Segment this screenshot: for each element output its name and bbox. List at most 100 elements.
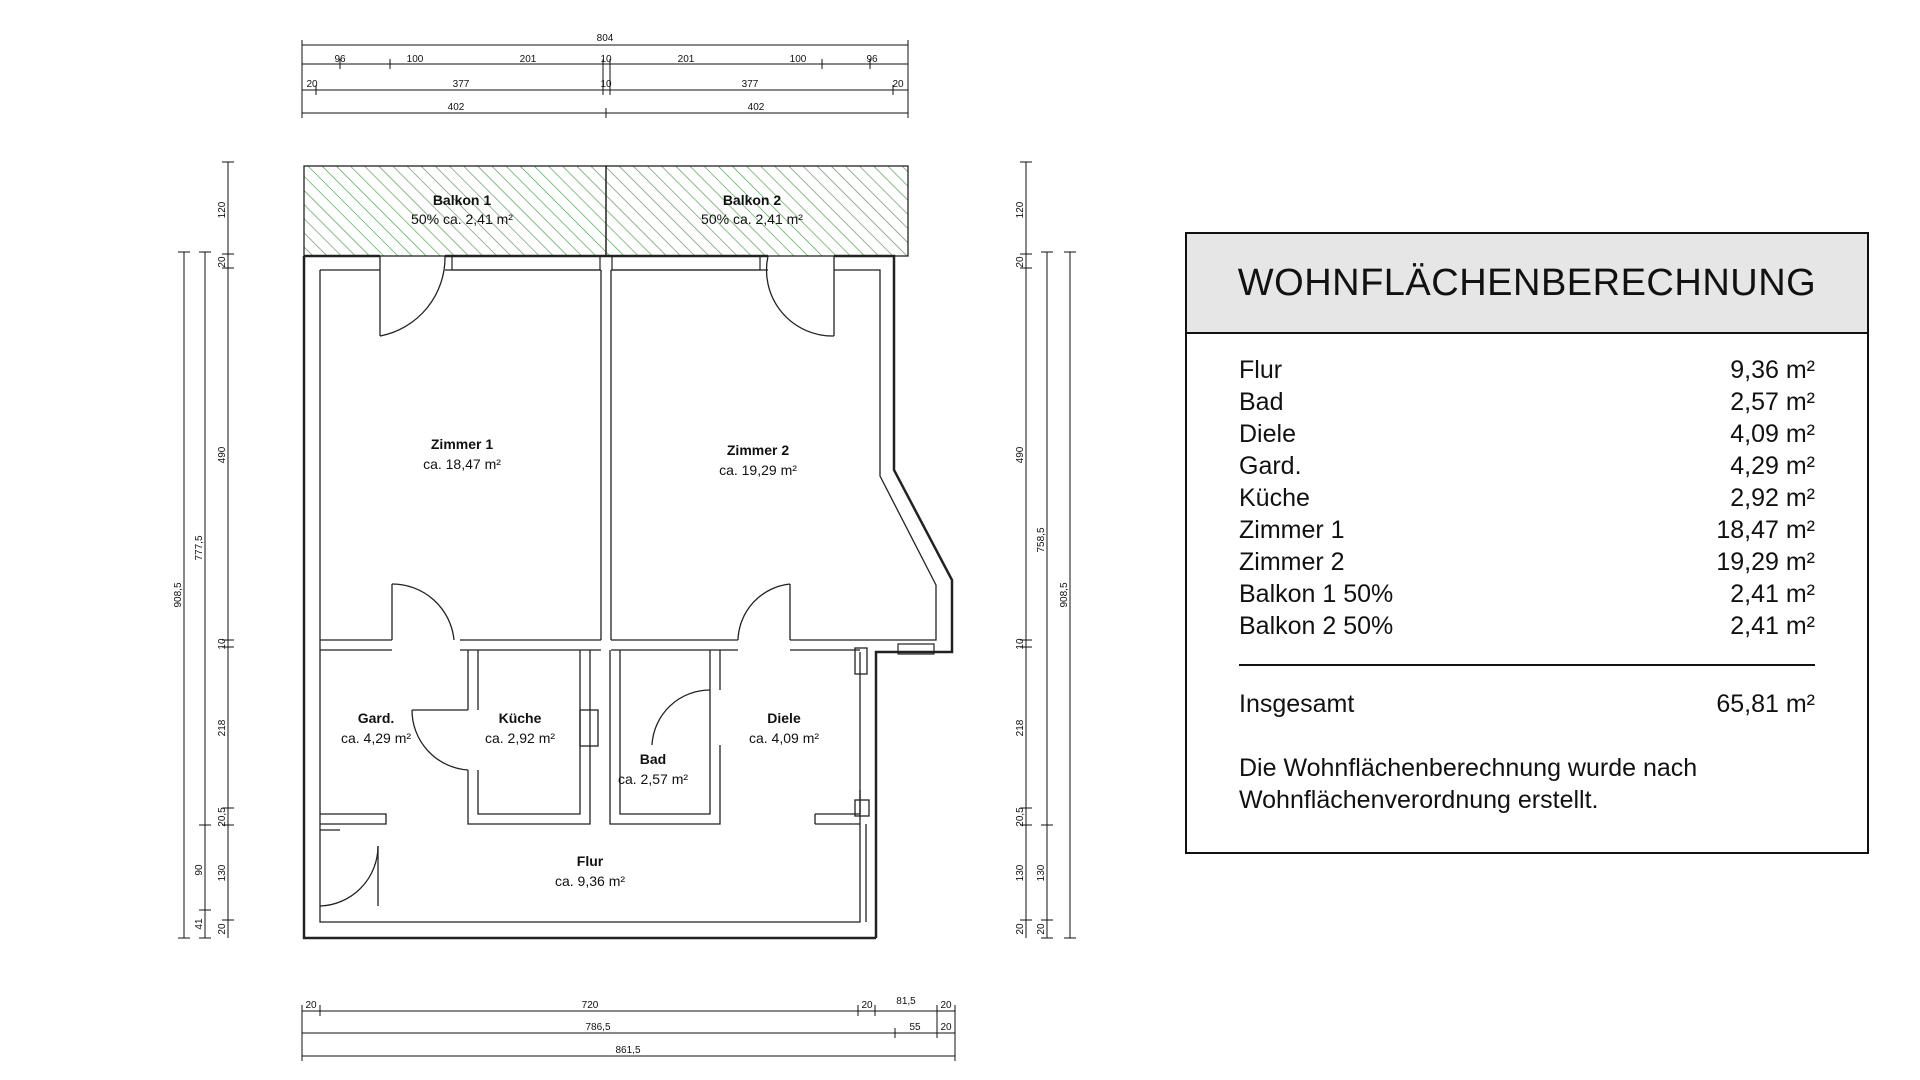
dim-right-col: 130 <box>1015 864 1026 881</box>
dim-right-small: 130 <box>1036 864 1047 881</box>
room-balkon2-area: 50% ca. 2,41 m² <box>701 211 803 227</box>
dim-top-seg: 201 <box>678 54 695 65</box>
row-label: Balkon 1 50% <box>1239 580 1394 608</box>
row-value: 2,57 m² <box>1730 388 1815 416</box>
room-diele-area: ca. 4,09 m² <box>749 730 819 746</box>
table-row: Diele 4,09 m² <box>1239 418 1815 450</box>
row-value: 2,92 m² <box>1730 484 1815 512</box>
total-label: Insgesamt <box>1239 690 1355 718</box>
dim-right-col: 20 <box>1015 256 1026 268</box>
doors <box>319 255 835 907</box>
table-row: Bad 2,57 m² <box>1239 386 1815 418</box>
dim-top-seg: 201 <box>520 54 537 65</box>
row-label: Zimmer 2 <box>1239 548 1345 576</box>
room-balkon1-area: 50% ca. 2,41 m² <box>411 211 513 227</box>
room-zimmer2-area: ca. 19,29 m² <box>719 462 797 478</box>
dim-right-small: 20 <box>1036 923 1047 935</box>
dim-bottom-row2: 20 <box>940 1022 952 1033</box>
dim-right-col: 20,5 <box>1015 807 1026 827</box>
dim-bottom-row1: 720 <box>582 1000 599 1011</box>
room-bad-area: ca. 2,57 m² <box>618 771 688 787</box>
dim-left-col: 20 <box>217 923 228 935</box>
dim-right-col: 218 <box>1015 719 1026 736</box>
dim-bottom-row2: 786,5 <box>585 1022 610 1033</box>
balconies <box>303 165 909 257</box>
row-label: Küche <box>1239 484 1310 512</box>
dim-bottom-row1: 20 <box>305 1000 317 1011</box>
row-label: Balkon 2 50% <box>1239 612 1394 640</box>
table-row: Küche 2,92 m² <box>1239 482 1815 514</box>
note: Die Wohnflächenberechnung wurde nach Woh… <box>1239 752 1815 816</box>
dim-top-seg: 10 <box>600 54 612 65</box>
dim-top-seg: 100 <box>407 54 424 65</box>
table-row: Zimmer 1 18,47 m² <box>1239 514 1815 546</box>
row-value: 4,29 m² <box>1730 452 1815 480</box>
dim-bottom-row2: 55 <box>909 1022 921 1033</box>
dim-left-col: 490 <box>217 446 228 463</box>
row-value: 2,41 m² <box>1730 612 1815 640</box>
table-row: Flur 9,36 m² <box>1239 354 1815 386</box>
room-zimmer2-name: Zimmer 2 <box>727 442 789 458</box>
dim-left-outer: 908,5 <box>173 582 184 607</box>
dim-right-col: 120 <box>1015 201 1026 218</box>
row-label: Diele <box>1239 420 1296 448</box>
total-value: 65,81 m² <box>1716 690 1815 718</box>
table-row: Gard. 4,29 m² <box>1239 450 1815 482</box>
dim-right-col: 20 <box>1015 923 1026 935</box>
left-dimensions: 120 20 490 10 218 20,5 130 20 777,5 90 4… <box>173 161 234 939</box>
table-row: Balkon 2 50% 2,41 m² <box>1239 610 1815 642</box>
top-dimensions: 804 96 100 201 10 201 100 96 20 377 10 3… <box>301 33 909 118</box>
dim-left-col: 20,5 <box>217 807 228 827</box>
dim-top-row2: 377 <box>742 79 759 90</box>
room-flur-name: Flur <box>577 853 604 869</box>
total-divider <box>1239 664 1815 666</box>
dim-bottom-row3: 861,5 <box>615 1045 640 1056</box>
room-zimmer1-area: ca. 18,47 m² <box>423 456 501 472</box>
row-label: Zimmer 1 <box>1239 516 1345 544</box>
dim-top-row2: 377 <box>453 79 470 90</box>
row-value: 4,09 m² <box>1730 420 1815 448</box>
right-dimensions: 120 20 490 10 218 20,5 130 20 758,5 130 … <box>1015 161 1076 939</box>
area-calculation-panel: WOHNFLÄCHENBERECHNUNG Flur 9,36 m² Bad 2,5… <box>1185 232 1869 854</box>
room-kueche-area: ca. 2,92 m² <box>485 730 555 746</box>
dim-top-row3: 402 <box>448 102 465 113</box>
dim-left-col: 120 <box>217 201 228 218</box>
dim-bottom-row1: 81,5 <box>896 996 916 1007</box>
dim-left-small: 90 <box>194 864 205 876</box>
room-diele-name: Diele <box>767 710 801 726</box>
room-bad-name: Bad <box>640 751 666 767</box>
panel-body: Flur 9,36 m² Bad 2,57 m² Diele 4,09 m² Gard… <box>1187 334 1867 816</box>
row-label: Flur <box>1239 356 1283 384</box>
dim-right-col: 490 <box>1015 446 1026 463</box>
dim-left-mid: 777,5 <box>194 535 205 560</box>
row-value: 18,47 m² <box>1716 516 1815 544</box>
room-balkon2-name: Balkon 2 <box>723 192 782 208</box>
dim-top-row3: 402 <box>748 102 765 113</box>
dim-left-small: 41 <box>194 918 205 930</box>
dim-right-outer: 908,5 <box>1059 582 1070 607</box>
dim-bottom-row1: 20 <box>940 1000 952 1011</box>
dim-top-row2: 20 <box>892 79 904 90</box>
dim-top-row2: 20 <box>306 79 318 90</box>
room-balkon1-name: Balkon 1 <box>433 192 492 208</box>
panel-header: WOHNFLÄCHENBERECHNUNG <box>1187 234 1867 334</box>
dim-top-seg: 96 <box>334 54 346 65</box>
panel-title: WOHNFLÄCHENBERECHNUNG <box>1237 261 1817 304</box>
dim-top-total: 804 <box>597 33 614 44</box>
row-value: 19,29 m² <box>1716 548 1815 576</box>
dim-left-col: 20 <box>217 256 228 268</box>
dim-top-row2: 10 <box>600 79 612 90</box>
dim-right-mid: 758,5 <box>1036 527 1047 552</box>
balcony-1 <box>303 165 607 257</box>
room-gard-name: Gard. <box>358 710 395 726</box>
note-line: Wohnflächenverordnung erstellt. <box>1239 786 1599 814</box>
dim-bottom-row1: 20 <box>861 1000 873 1011</box>
row-label: Gard. <box>1239 452 1302 480</box>
note-line: Die Wohnflächenberechnung wurde nach <box>1239 754 1698 782</box>
row-value: 9,36 m² <box>1730 356 1815 384</box>
room-gard-area: ca. 4,29 m² <box>341 730 411 746</box>
dim-left-col: 10 <box>217 638 228 650</box>
dim-left-col: 218 <box>217 719 228 736</box>
row-label: Bad <box>1239 388 1284 416</box>
